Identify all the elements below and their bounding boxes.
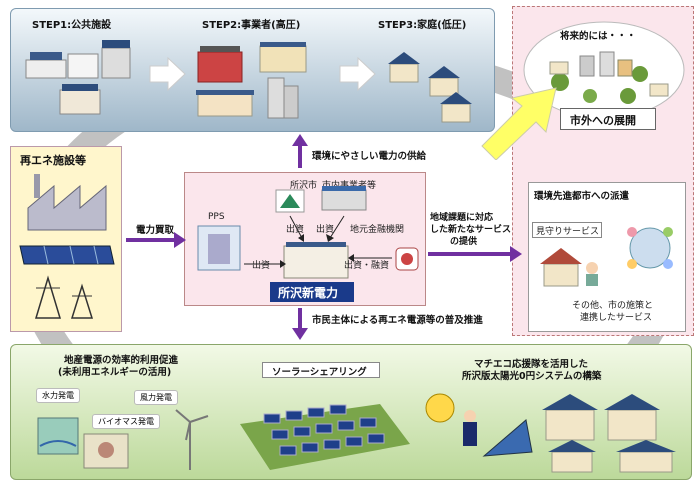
promote-label: 市民主体による再エネ電源等の普及推進 [312, 315, 483, 326]
solar-panel-icon [19, 245, 115, 265]
renewable-panel [10, 146, 122, 332]
zero-system-icons [425, 393, 676, 473]
city-logo-icon [275, 189, 305, 213]
yellow-expansion-arrow [481, 87, 557, 160]
supply-arrow [292, 134, 308, 168]
water-power-label: 水力発電 [36, 388, 80, 403]
house-icon [540, 248, 582, 287]
solar-sharing-box [262, 362, 380, 378]
local-line1: 地産電源の効率的利用促進 [64, 355, 179, 366]
badge-icon [425, 393, 455, 423]
zero-system-line1: マチエコ応援隊を活用した [474, 359, 589, 370]
step-arrow-2 [339, 56, 376, 92]
biomass-icon [83, 433, 129, 469]
service-arrow [428, 246, 522, 262]
worker-icon [463, 410, 477, 446]
city-label: 所沢市 [290, 181, 318, 191]
step1-label: STEP1:公共施設 [32, 20, 112, 31]
business-facility-icon [196, 42, 307, 119]
local-line2: (未利用エネルギーの活用) [58, 367, 172, 378]
people-circle-icon [627, 227, 673, 269]
solar-sharing-label: ソーラーシェアリング [272, 367, 367, 378]
invest-bank-label: 出資・融資 [344, 261, 390, 271]
dispatch-title: 環境先進都市への派遣 [534, 191, 630, 202]
buy-label: 電力買取 [136, 225, 175, 236]
invest-pps-label: 出資 [252, 261, 271, 271]
step-arrow-1 [149, 56, 186, 92]
other-service-line1: その他、市の施策と [572, 301, 654, 311]
expand-outside-box [560, 108, 656, 130]
wind-power-label: 風力発電 [134, 390, 178, 405]
company-name: 所沢新電力 [278, 286, 339, 300]
service-label-3: の提供 [450, 237, 478, 247]
dispatch-icons [540, 227, 673, 287]
solar-farm-icon [240, 404, 410, 470]
future-town-cloud [523, 21, 685, 119]
bank-icon [395, 247, 419, 271]
household-icon [388, 52, 472, 123]
service-label-2: した新たなサービス [430, 225, 512, 235]
step2-label: STEP2:事業者(高圧) [202, 20, 301, 31]
bank-label: 地元金融機関 [350, 225, 405, 235]
public-facility-icon [25, 40, 131, 115]
tokorozawa-power-building-icon [283, 242, 349, 279]
invest-city-label: 出資 [286, 225, 305, 235]
elderly-person-icon [586, 262, 598, 286]
pps-building-icon [197, 225, 241, 271]
factory-icon [27, 174, 107, 231]
business-building-icon [321, 186, 367, 211]
buy-arrow [126, 232, 186, 248]
zero-system-line2: 所沢版太陽光0円システムの構築 [462, 371, 602, 382]
renewable-icons [19, 174, 115, 319]
watch-service-box [532, 222, 602, 238]
center-icons [197, 186, 419, 279]
wind-turbine-icon [175, 409, 209, 470]
supply-label: 環境にやさしい電力の供給 [312, 151, 427, 162]
water-power-icon [37, 417, 79, 455]
rooftop-solar-icon [482, 419, 533, 457]
step-buildings [25, 40, 472, 123]
local-energy-icons [37, 409, 209, 470]
biomass-power-label: バイオマス発電 [92, 414, 160, 429]
houses-icon [542, 394, 676, 473]
company-name-box [270, 282, 354, 302]
invest-biz-label: 出資 [316, 225, 335, 235]
service-label-1: 地域課題に対応 [430, 213, 494, 223]
promote-arrow [292, 308, 308, 340]
power-tower-icon [34, 275, 94, 319]
expand-outside-label: 市外への展開 [570, 114, 636, 127]
other-service-line2: 連携したサービス [580, 313, 653, 323]
future-bubble-text: 将来的には・・・ [560, 31, 637, 42]
step3-label: STEP3:家庭(低圧) [378, 20, 467, 31]
renewable-title: 再エネ施設等 [20, 154, 86, 167]
watch-service-label: 見守りサービス [536, 227, 600, 237]
pps-label: PPS [208, 212, 225, 222]
